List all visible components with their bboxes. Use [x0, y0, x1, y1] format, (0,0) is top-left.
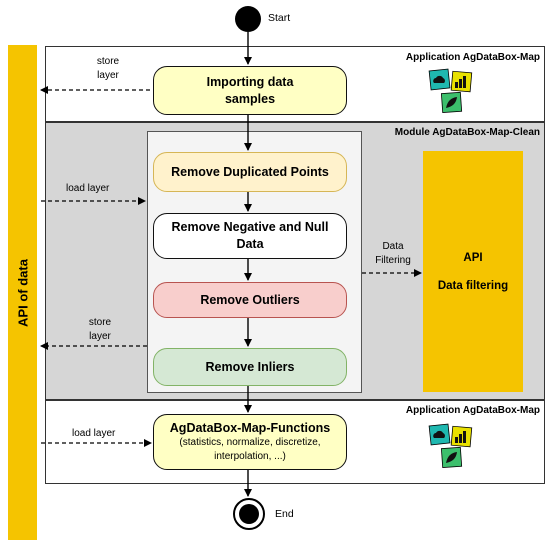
remove-negative-null-step: Remove Negative and Null Data: [153, 213, 347, 259]
load-layer-label: load layer: [66, 183, 110, 194]
end-node: [233, 498, 265, 530]
start-label: Start: [268, 12, 291, 24]
chart-icon: [450, 425, 473, 448]
clean-module-title: Module AgDataBox-Map-Clean: [394, 127, 540, 138]
end-label: End: [275, 508, 294, 520]
leaf-icon: [440, 446, 463, 469]
api-box-title: API: [463, 251, 483, 264]
application-panel-title: Application AgDataBox-Map: [405, 52, 540, 63]
remove-outliers-label: Remove Outliers: [200, 292, 300, 307]
functions-title: AgDataBox-Map-Functions: [169, 420, 331, 435]
chart-icon: [450, 70, 473, 93]
cloud-icon: [428, 68, 451, 91]
api-box-subtitle: Data filtering: [437, 279, 509, 292]
api-data-filtering-box: API Data filtering: [423, 151, 523, 392]
remove-outliers-step: Remove Outliers: [153, 282, 347, 318]
cloud-icon: [428, 423, 451, 446]
importing-data-samples-label: Importing data samples: [206, 74, 294, 106]
api-of-data-column: API of data: [8, 45, 37, 540]
remove-duplicated-points-step: Remove Duplicated Points: [153, 152, 347, 192]
remove-inliers-step: Remove Inliers: [153, 348, 347, 386]
data-filtering-label: Data Filtering: [375, 241, 411, 266]
functions-detail: (statistics, normalize, discretize, inte…: [179, 437, 321, 463]
remove-negative-null-label: Remove Negative and Null Data: [171, 220, 329, 251]
remove-inliers-label: Remove Inliers: [205, 359, 295, 374]
app-logo-top: [428, 68, 473, 114]
store-layer-label: store layer: [96, 56, 120, 81]
agdatabox-map-functions-step: AgDataBox-Map-Functions (statistics, nor…: [153, 414, 347, 470]
app-logo-bottom: [428, 423, 473, 469]
load-layer-label: load layer: [72, 428, 116, 439]
remove-duplicated-points-label: Remove Duplicated Points: [171, 164, 329, 179]
leaf-icon: [440, 91, 463, 114]
application-panel-title: Application AgDataBox-Map: [405, 405, 540, 416]
start-node: [235, 6, 261, 32]
store-layer-label: store layer: [88, 317, 112, 342]
importing-data-samples-step: Importing data samples: [153, 66, 347, 115]
